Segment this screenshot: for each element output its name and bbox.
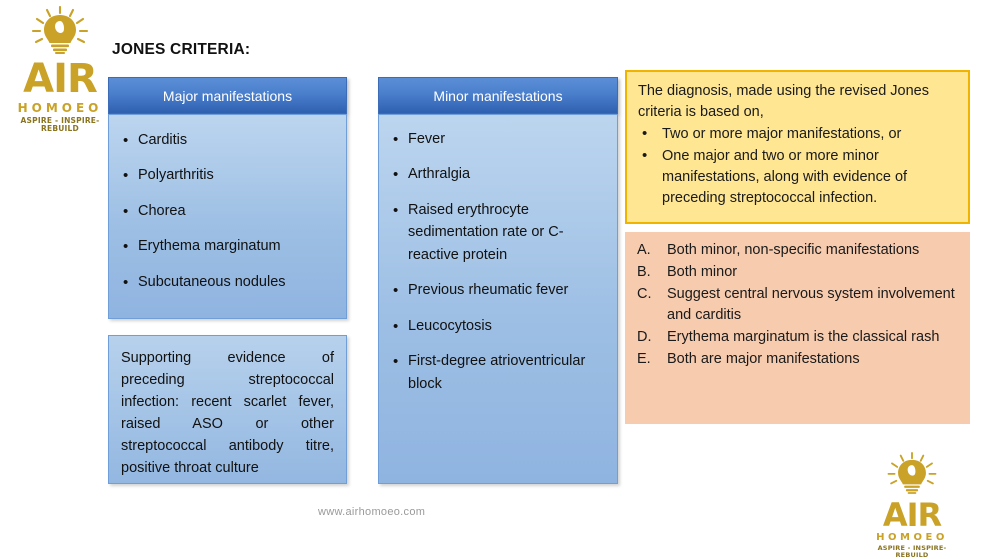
list-item: A. Both minor, non-specific manifestatio… (635, 240, 962, 261)
brand-tagline: ASPIRE - INSPIRE- REBUILD (20, 116, 100, 133)
brand-logo-top: AIR HOMOEO ASPIRE - INSPIRE- REBUILD (8, 5, 112, 133)
minor-manifestations-body: Fever Arthralgia Raised erythrocyte sedi… (378, 114, 618, 484)
lightbulb-icon (862, 452, 962, 499)
minor-header-label: Minor manifestations (433, 87, 563, 104)
major-manifestations-body: Carditis Polyarthritis Chorea Erythema m… (108, 114, 347, 319)
list-item: Chorea (123, 200, 336, 224)
lightbulb-icon (8, 5, 112, 59)
list-item: D. Erythema marginatum is the classical … (635, 327, 962, 348)
option-marker: D. (637, 329, 652, 346)
brand-sub: HOMOEO (876, 532, 948, 543)
option-text: Suggest central nervous system involveme… (667, 286, 955, 324)
option-text: Erythema marginatum is the classical ras… (667, 329, 940, 346)
list-item: Fever (393, 128, 607, 152)
major-manifestations-list: Carditis Polyarthritis Chorea Erythema m… (109, 115, 346, 295)
diagnosis-criteria-box: The diagnosis, made using the revised Jo… (625, 70, 970, 224)
supporting-evidence-text: Supporting evidence of preceding strepto… (121, 350, 334, 477)
answer-options-box: A. Both minor, non-specific manifestatio… (625, 232, 970, 424)
list-item: Erythema marginatum (123, 235, 336, 259)
list-item: Polyarthritis (123, 164, 336, 188)
option-marker: B. (637, 264, 651, 281)
list-item: B. Both minor (635, 262, 962, 283)
brand-name: AIR (23, 56, 98, 102)
list-item: Two or more major manifestations, or (638, 123, 958, 145)
option-text: Both minor (667, 264, 738, 281)
list-item: One major and two or more minor manifest… (638, 145, 958, 208)
list-item: Previous rheumatic fever (393, 279, 607, 303)
option-text: Both minor, non-specific manifestations (667, 242, 920, 258)
list-item: C. Suggest central nervous system involv… (635, 284, 962, 326)
brand-logo-bottom: AIR HOMOEO ASPIRE - INSPIRE- REBUILD (862, 452, 962, 558)
list-item: Subcutaneous nodules (123, 271, 336, 295)
major-manifestations-header: Major manifestations (108, 77, 347, 114)
list-item: First-degree atrioventricular block (393, 350, 607, 395)
supporting-evidence-box: Supporting evidence of preceding strepto… (108, 335, 347, 484)
list-item: Carditis (123, 129, 336, 153)
option-marker: E. (637, 351, 651, 368)
list-item: Leucocytosis (393, 315, 607, 339)
option-marker: A. (637, 242, 651, 258)
minor-manifestations-header: Minor manifestations (378, 77, 618, 114)
website-watermark: www.airhomoeo.com (318, 506, 426, 518)
brand-name: AIR (882, 496, 942, 534)
brand-sub: HOMOEO (17, 101, 103, 115)
option-text: Both are major manifestations (667, 351, 860, 368)
list-item: Arthralgia (393, 163, 607, 187)
option-marker: C. (637, 286, 652, 303)
diagnosis-lead-text: The diagnosis, made using the revised Jo… (638, 83, 929, 120)
minor-manifestations-list: Fever Arthralgia Raised erythrocyte sedi… (379, 115, 617, 395)
brand-tagline: ASPIRE - INSPIRE- REBUILD (877, 544, 947, 559)
list-item: E. Both are major manifestations (635, 349, 962, 370)
major-header-label: Major manifestations (162, 87, 293, 104)
list-item: Raised erythrocyte sedimentation rate or… (393, 199, 607, 266)
diagnosis-points-list: Two or more major manifestations, or One… (638, 123, 958, 208)
page-title: JONES CRITERIA: (112, 41, 251, 58)
